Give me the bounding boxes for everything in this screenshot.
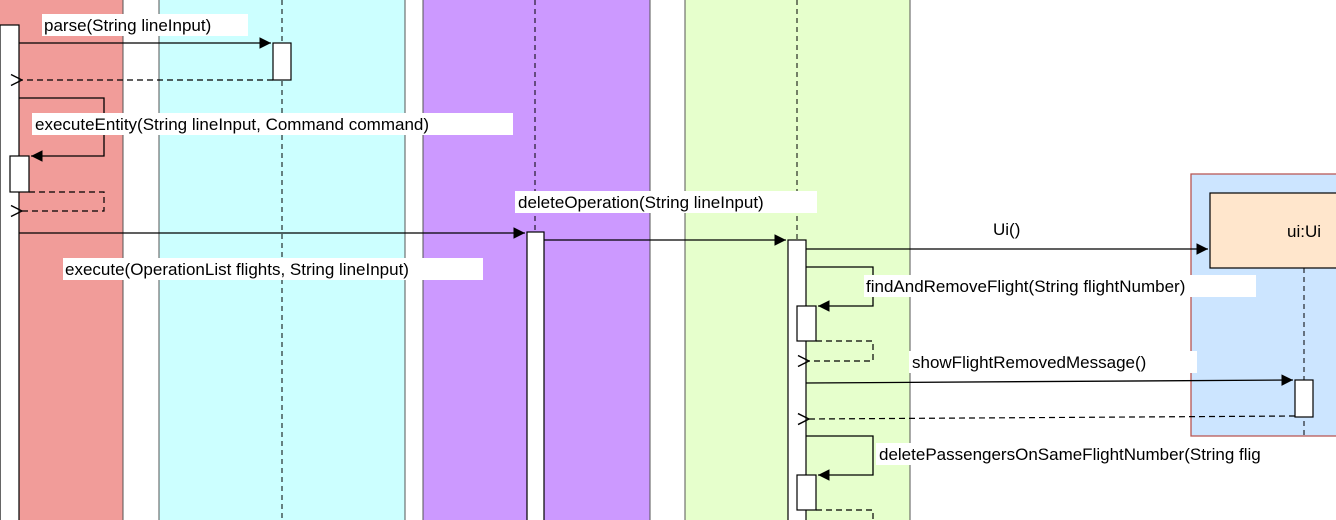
return-show-removed <box>809 416 1296 419</box>
label-bg-parse <box>42 14 248 36</box>
label-execute: execute(OperationList flights, String li… <box>65 260 409 279</box>
label-delete-passengers: deletePassengersOnSameFlightNumber(Strin… <box>879 445 1261 464</box>
return-delete-passengers <box>816 509 874 520</box>
label-show-removed: showFlightRemovedMessage() <box>912 353 1146 372</box>
label-bg-delete-passengers <box>876 443 1336 465</box>
participant-ui-box <box>1209 192 1336 269</box>
label-delete-operation: deleteOperation(String lineInput) <box>518 193 764 212</box>
label-execute-entity: executeEntity(String lineInput, Command … <box>35 115 429 134</box>
arrow-delete-passengers <box>806 435 874 481</box>
lane-blue-border <box>1190 173 1336 437</box>
activation-execute-entity <box>9 155 30 193</box>
label-bg-execute-entity <box>32 113 513 135</box>
label-ui-constructor: Ui() <box>993 220 1020 239</box>
activation-delete-passengers <box>796 474 817 511</box>
label-find-remove: findAndRemoveFlight(String flightNumber) <box>866 277 1185 296</box>
activation-main <box>0 24 20 520</box>
activation-parse <box>272 42 292 81</box>
activation-find-remove <box>796 305 817 342</box>
return-execute-entity <box>22 191 105 211</box>
activation-delete-operation <box>526 231 545 520</box>
label-bg-find-remove <box>864 275 1256 297</box>
arrow-show-removed <box>805 374 1294 386</box>
participant-ui-label: ui:Ui <box>1287 222 1321 241</box>
label-bg-show-removed <box>909 351 1197 373</box>
activation-show-message <box>1294 379 1314 418</box>
label-bg-delete-operation <box>515 191 817 213</box>
label-bg-execute <box>63 258 483 280</box>
label-parse: parse(String lineInput) <box>44 16 211 35</box>
